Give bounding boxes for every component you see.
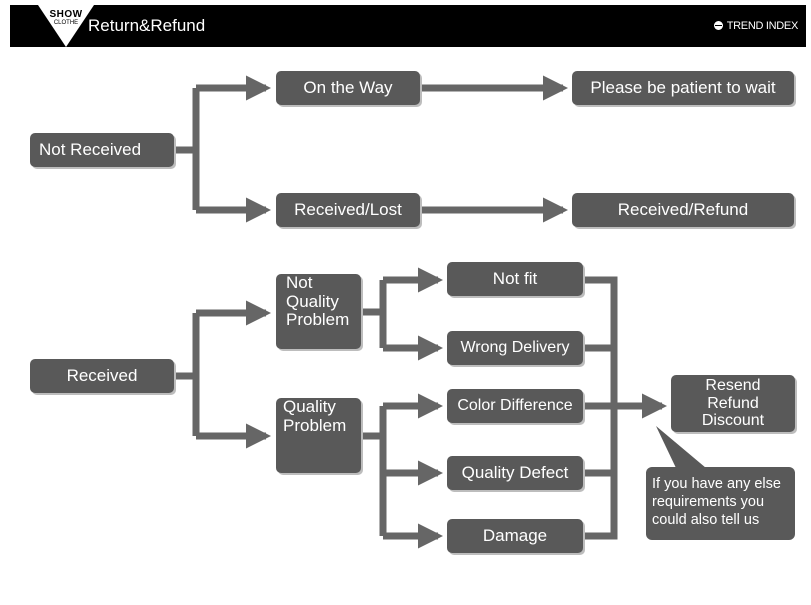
node-not-quality-line2: Quality xyxy=(286,291,339,311)
node-not-quality-line1: Not xyxy=(286,273,313,292)
logo-triangle-icon xyxy=(38,5,94,47)
node-quality-defect: Quality Defect xyxy=(447,456,583,490)
note-pointer xyxy=(656,426,706,468)
node-not-received: Not Received xyxy=(30,133,174,167)
node-received-refund: Received/Refund xyxy=(572,193,794,227)
node-discount-line: Discount xyxy=(701,412,765,430)
brand-circle-icon xyxy=(713,21,723,30)
note-line1: If you have any else xyxy=(652,476,781,492)
node-received-refund-label: Received/Refund xyxy=(617,199,749,219)
node-damage-label: Damage xyxy=(482,525,548,545)
node-received: Received xyxy=(30,359,174,393)
show-clothe-logo: SHOW CLOTHE xyxy=(38,5,94,47)
node-be-patient: Please be patient to wait xyxy=(572,71,794,105)
logo-text-clothe: CLOTHE xyxy=(53,20,79,26)
node-not-received-label: Not Received xyxy=(39,139,142,159)
node-not-fit-label: Not fit xyxy=(492,268,538,288)
node-wrong-delivery-label: Wrong Delivery xyxy=(460,339,570,357)
connector-received-trunk xyxy=(174,313,200,436)
connector-quality-trunk xyxy=(361,406,387,536)
node-quality-problem: Quality Problem xyxy=(276,397,361,473)
node-color-difference-label: Color Difference xyxy=(457,397,573,415)
note-line3: could also tell us xyxy=(652,512,760,529)
page-title: Return&Refund xyxy=(88,16,206,35)
connector-not-quality-trunk xyxy=(361,280,387,348)
node-received-lost-label: Received/Lost xyxy=(294,199,402,219)
brand-label: TREND INDEX xyxy=(713,20,799,32)
brand-text: TREND INDEX xyxy=(726,20,799,32)
node-refund-line: Refund xyxy=(707,394,759,412)
node-quality-line1: Quality xyxy=(283,397,336,416)
node-resend-refund-discount: Resend Refund Discount xyxy=(671,375,795,432)
header-bar: SHOW CLOTHE Return&Refund TREND INDEX xyxy=(10,5,806,47)
node-quality-defect-label: Quality Defect xyxy=(461,462,569,482)
note-bubble: If you have any else requirements you co… xyxy=(646,467,795,540)
node-received-lost: Received/Lost xyxy=(276,193,420,227)
node-color-difference: Color Difference xyxy=(447,389,583,423)
node-be-patient-label: Please be patient to wait xyxy=(590,77,776,97)
node-damage: Damage xyxy=(447,519,583,553)
node-not-quality-line3: Problem xyxy=(286,310,350,330)
node-not-quality-problem: Not Quality Problem xyxy=(276,273,361,349)
node-quality-line2: Problem xyxy=(283,415,347,435)
connector-not-received-trunk xyxy=(174,88,200,210)
node-wrong-delivery: Wrong Delivery xyxy=(447,331,583,365)
node-not-fit: Not fit xyxy=(447,262,583,296)
note-line2: requirements you xyxy=(652,494,765,511)
node-received-label: Received xyxy=(66,365,138,385)
node-on-the-way-label: On the Way xyxy=(303,77,393,97)
logo-text-show: SHOW xyxy=(49,9,83,20)
node-resend-line: Resend xyxy=(705,377,761,395)
node-on-the-way: On the Way xyxy=(276,71,420,105)
